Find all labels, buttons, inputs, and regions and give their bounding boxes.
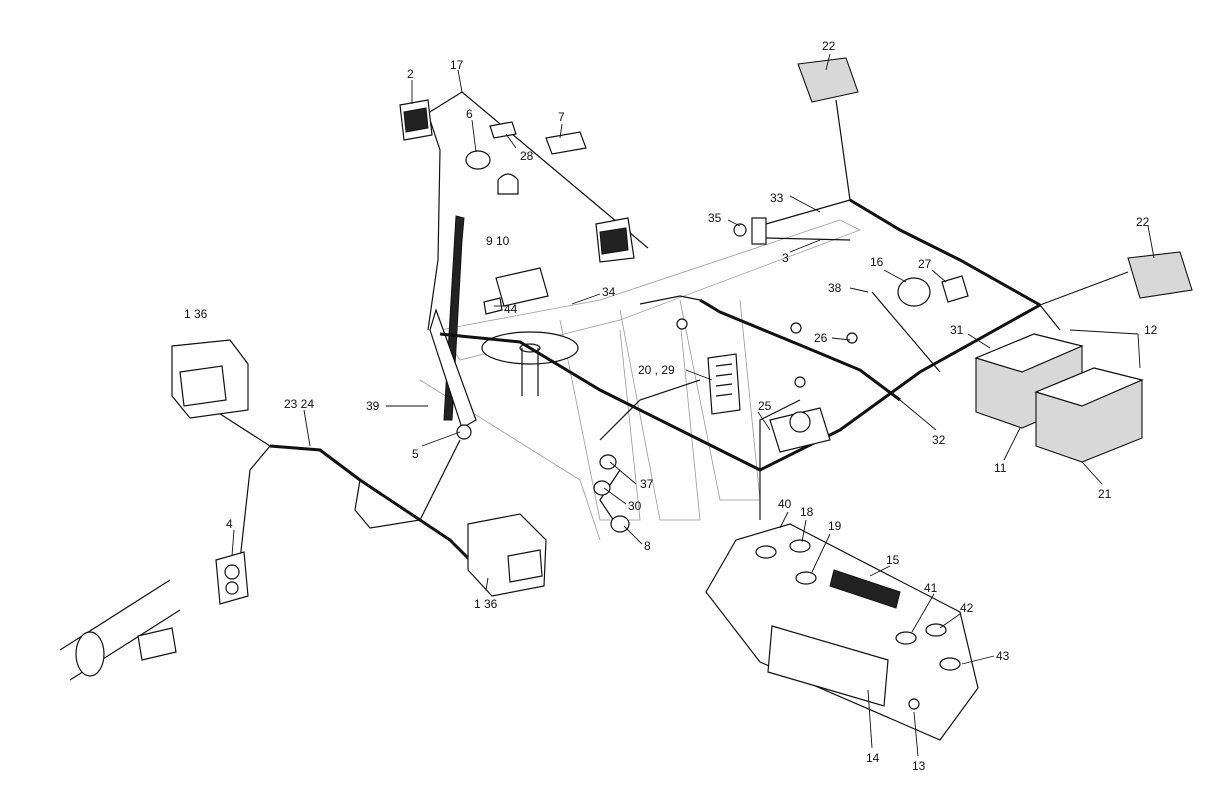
control-box-top [171,339,249,419]
callout-12: 12 [1144,323,1158,337]
steering-wheel [481,267,579,396]
callout-40: 40 [778,497,792,511]
callout-2: 2 [407,67,414,81]
callout-41: 41 [924,581,938,595]
marker-light-right [1127,251,1193,299]
callout-25: 25 [758,399,772,413]
callout-7: 7 [558,110,565,124]
callout-9-10: 9 10 [486,234,510,248]
lamp-7 [545,131,587,155]
marker-lights [797,57,1193,306]
callout-3: 3 [782,251,789,265]
callout-42: 42 [960,601,974,615]
fan-6 [465,150,491,170]
callout-11: 11 [994,461,1007,475]
callout-21: 21 [1098,487,1112,501]
shaft-assembly [59,579,181,681]
callout-35: 35 [708,211,722,225]
part-27 [941,275,969,303]
callout-22-top: 22 [822,39,836,53]
starter-motor [769,407,831,453]
callout-34: 34 [602,285,616,299]
display-unit [707,353,741,415]
control-box-bottom [467,513,547,597]
callout-23-24: 23 24 [284,397,314,411]
callout-6: 6 [466,107,473,121]
callout-27: 27 [918,257,932,271]
lamp-28 [489,121,517,139]
callout-20-29: 20 , 29 [638,363,675,377]
batteries [974,304,1144,463]
callout-15: 15 [886,553,900,567]
instrument-panel [705,523,979,741]
callout-18: 18 [800,505,814,519]
callout-labels: 2 17 6 7 28 9 10 34 44 1 36 23 24 39 5 4… [184,39,1158,773]
connector-4 [215,551,249,605]
callout-17: 17 [450,58,464,72]
roof-harness [399,91,649,331]
callout-28: 28 [520,149,534,163]
connector-35 [733,199,851,245]
callout-43: 43 [996,649,1010,663]
main-harness [439,198,1041,531]
beacon [497,173,519,195]
wiper-arm [429,215,477,440]
part-44 [483,297,503,315]
small-sensors [593,318,858,533]
left-harness [213,409,472,562]
callout-13: 13 [912,759,926,773]
callout-1-36-top: 1 36 [184,307,208,321]
callout-39: 39 [366,399,380,413]
marker-light-top [797,57,859,103]
callout-19: 19 [828,519,842,533]
horn-16 [871,275,969,373]
callout-30: 30 [628,499,642,513]
callout-44: 44 [504,302,518,316]
callout-1-36-bottom: 1 36 [474,597,498,611]
callout-16: 16 [870,255,884,269]
callout-22-right: 22 [1136,215,1150,229]
callout-8: 8 [644,539,651,553]
display-15 [829,569,901,609]
callout-4: 4 [226,517,233,531]
callout-26: 26 [814,331,828,345]
callout-33: 33 [770,191,784,205]
callout-5: 5 [412,447,419,461]
callout-31: 31 [950,323,964,337]
leader-lines [231,53,1155,757]
callout-37: 37 [640,477,654,491]
callout-38: 38 [828,281,842,295]
callout-32: 32 [932,433,946,447]
background-outline [419,219,861,541]
callout-14: 14 [866,751,880,765]
module-9-10 [495,267,549,307]
